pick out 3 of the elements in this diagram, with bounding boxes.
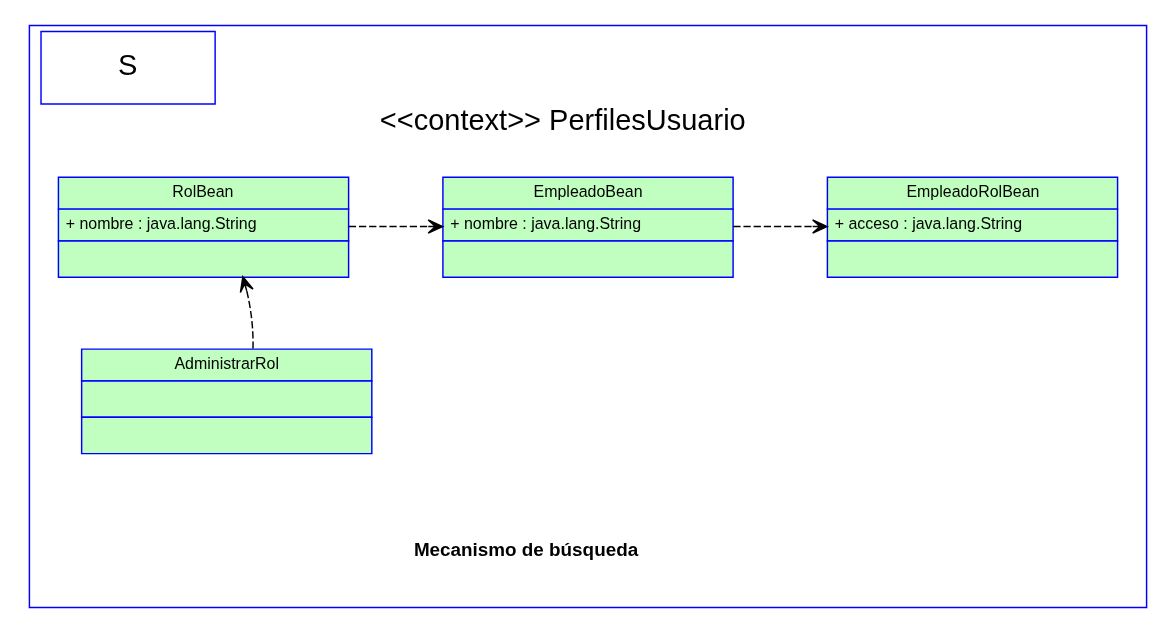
arrow	[239, 276, 254, 350]
arrow	[347, 219, 443, 234]
arrow	[732, 219, 828, 234]
